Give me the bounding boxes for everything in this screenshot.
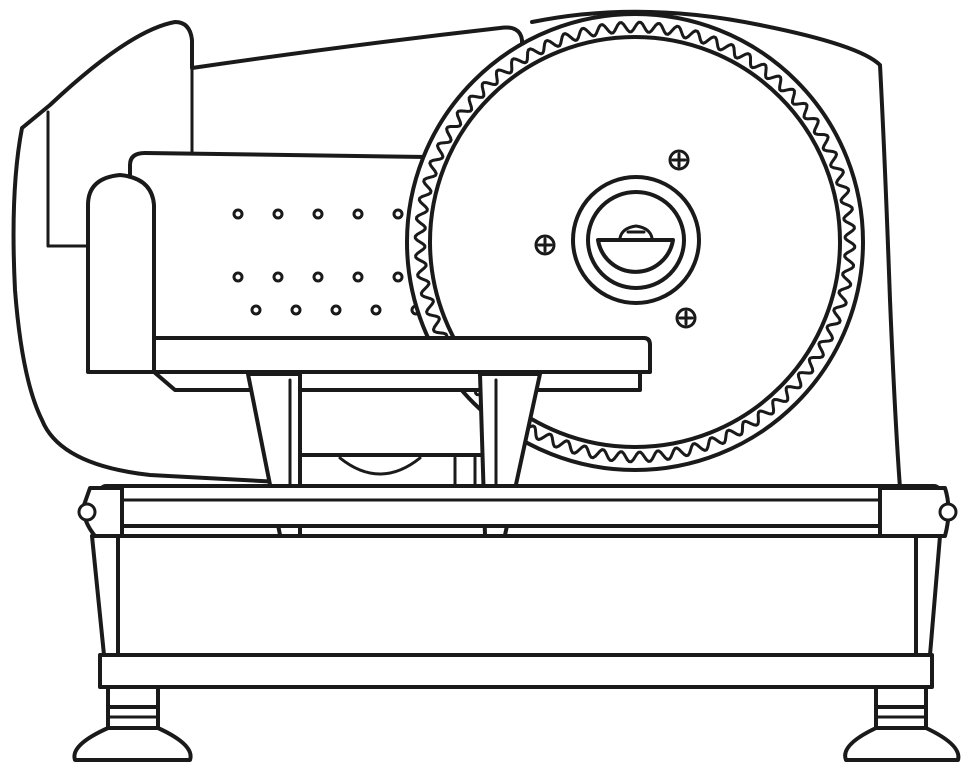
carriage-rail xyxy=(77,484,958,538)
blade-screw xyxy=(534,234,556,256)
blade-screw xyxy=(675,307,697,329)
blade-center-knob xyxy=(571,175,701,305)
slicer-base xyxy=(90,534,942,689)
slicer-foot-right xyxy=(843,685,961,762)
slicer-blade xyxy=(405,12,865,472)
food-pusher xyxy=(86,173,156,374)
blade-screw xyxy=(668,149,690,171)
slicer-foot-left xyxy=(72,685,193,762)
